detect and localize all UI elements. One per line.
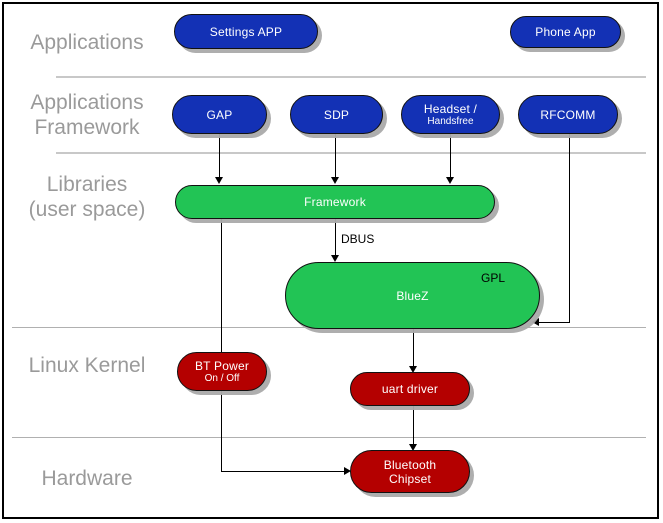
edge-headset-to-framework-line <box>450 133 451 178</box>
node-phone-app-label: Phone App <box>535 25 596 39</box>
edge-uart-to-chipset-arrow <box>409 444 417 451</box>
diagram-border <box>2 2 659 519</box>
node-bluetooth-chipset-label-line1: Bluetooth <box>383 457 437 472</box>
node-bt-power[interactable]: BT Power On / Off <box>177 352 267 391</box>
edge-rfcomm-to-bluez-arrow <box>532 318 539 326</box>
node-sdp[interactable]: SDP <box>290 95 383 134</box>
edge-bluez-to-uart-line <box>413 328 414 367</box>
layer-label-applications: Applications <box>30 31 144 54</box>
edge-headset-to-framework-arrow <box>446 177 454 184</box>
node-framework-label: Framework <box>304 195 366 209</box>
node-bluez[interactable]: BlueZ <box>285 262 540 329</box>
layer-label-applications-framework: Applications Framework <box>30 91 144 139</box>
edge-rfcomm-to-bluez-hline <box>539 322 570 323</box>
layer-label-libraries: Libraries (user space) <box>28 173 146 221</box>
layer-label-linux-kernel: Linux Kernel <box>28 354 146 377</box>
divider-applications <box>56 76 646 78</box>
edge-sdp-to-framework-line <box>335 133 336 178</box>
edge-framework-to-chipset-hline <box>221 471 345 472</box>
node-bluetooth-chipset-label-line2: Chipset <box>388 471 432 486</box>
node-bluez-label: BlueZ <box>396 288 429 303</box>
divider-applications-framework <box>56 152 646 154</box>
node-framework[interactable]: Framework <box>175 185 495 219</box>
divider-linux-kernel <box>12 437 646 438</box>
gpl-tag: GPL <box>481 271 506 285</box>
edge-bluez-to-uart-arrow <box>409 366 417 373</box>
node-headset-handsfree-label-line2: Handsfree <box>427 115 474 127</box>
node-uart-driver-label: uart driver <box>381 382 439 396</box>
edge-gap-to-framework-arrow <box>215 177 223 184</box>
node-uart-driver[interactable]: uart driver <box>350 372 470 406</box>
edge-framework-to-chipset-vline <box>221 218 222 472</box>
node-headset-handsfree[interactable]: Headset / Handsfree <box>401 95 500 134</box>
layer-label-hardware: Hardware <box>41 467 133 490</box>
edge-rfcomm-to-bluez-vline <box>569 133 570 323</box>
node-gap-label: GAP <box>206 107 233 122</box>
node-rfcomm-label: RFCOMM <box>540 107 596 122</box>
edge-framework-to-bluez-arrow <box>331 255 339 262</box>
edge-framework-to-bluez-line <box>335 218 336 256</box>
node-rfcomm[interactable]: RFCOMM <box>518 95 618 134</box>
node-bluetooth-chipset[interactable]: Bluetooth Chipset <box>350 450 470 493</box>
node-settings-app-label: Settings APP <box>209 24 283 39</box>
dbus-label: DBUS <box>341 232 375 246</box>
node-bt-power-label-line2: On / Off <box>204 372 240 384</box>
node-phone-app[interactable]: Phone App <box>510 16 621 48</box>
edge-uart-to-chipset-line <box>413 405 414 445</box>
edge-gap-to-framework-line <box>219 133 220 178</box>
edge-sdp-to-framework-arrow <box>331 177 339 184</box>
edge-framework-to-chipset-arrow <box>344 467 351 475</box>
node-settings-app[interactable]: Settings APP <box>174 14 318 49</box>
node-sdp-label: SDP <box>323 107 350 122</box>
node-headset-handsfree-label-line1: Headset / <box>423 101 478 116</box>
node-gap[interactable]: GAP <box>172 95 267 134</box>
node-bt-power-label-line1: BT Power <box>194 358 250 373</box>
